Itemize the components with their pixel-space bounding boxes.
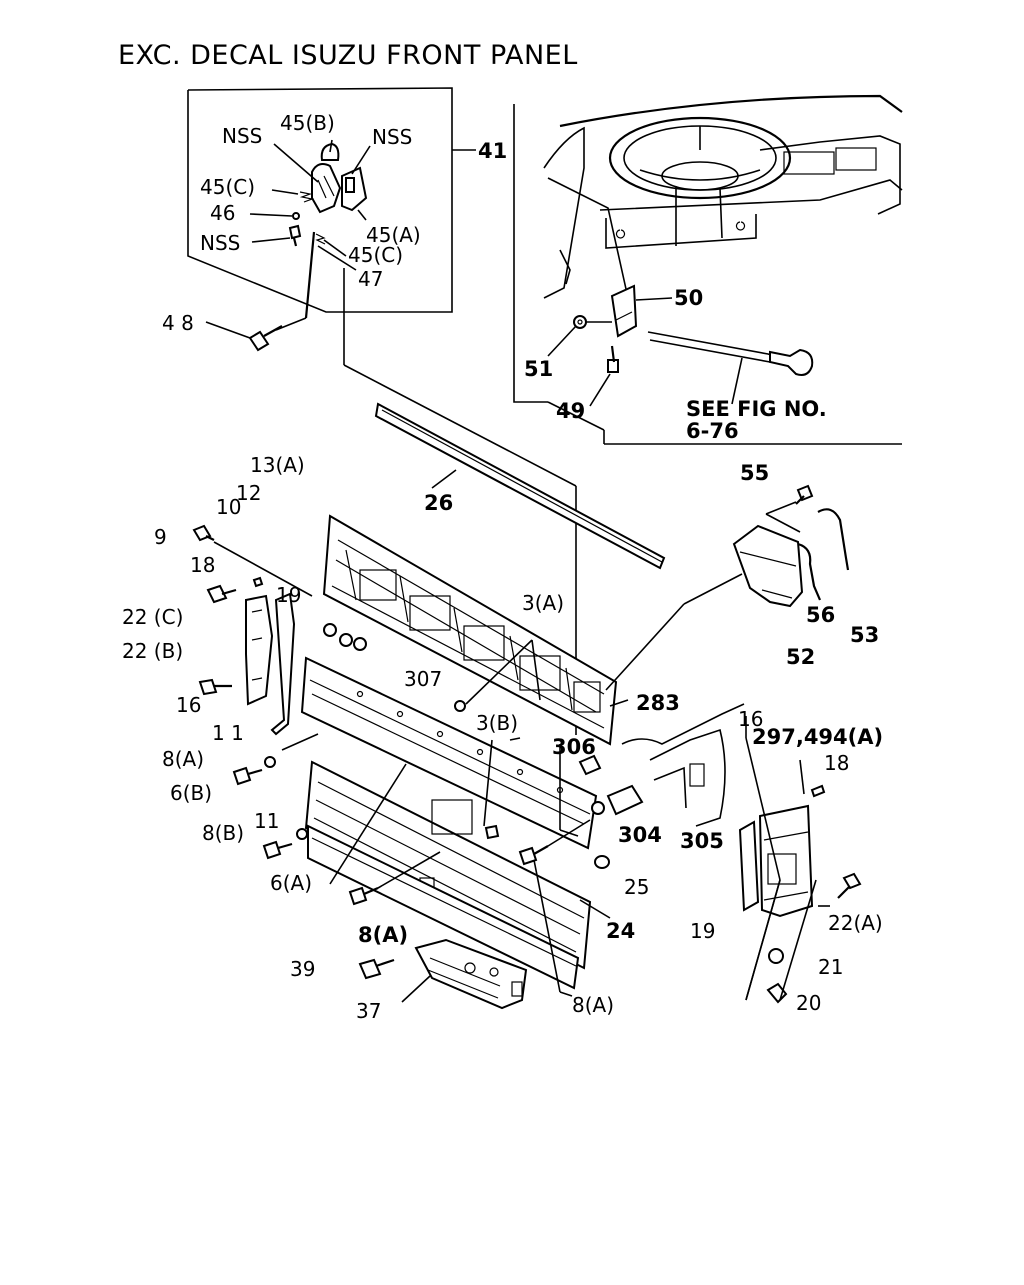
see-fig-line2: 6-76 xyxy=(686,419,739,443)
label-nss-b: NSS xyxy=(372,125,412,149)
label-nss-a: NSS xyxy=(222,124,262,148)
label-37: 37 xyxy=(356,999,381,1023)
cab-interior-inset xyxy=(513,94,903,445)
label-11-a: 1 1 xyxy=(212,721,244,745)
label-45c-a: 45(C) xyxy=(200,175,255,199)
label-305: 305 xyxy=(680,829,724,853)
label-13a: 13(A) xyxy=(250,453,305,477)
label-22c: 22 (C) xyxy=(122,605,183,629)
label-18-a: 18 xyxy=(190,553,215,577)
interior-leaders xyxy=(547,297,673,407)
label-283: 283 xyxy=(636,691,680,715)
label-45a: 45(A) xyxy=(366,223,421,247)
label-19-a: 19 xyxy=(276,583,301,607)
center-small-parts xyxy=(329,639,644,997)
label-56: 56 xyxy=(806,603,835,627)
label-46: 46 xyxy=(210,201,235,225)
label-25: 25 xyxy=(624,875,649,899)
label-41: 41 xyxy=(478,139,507,163)
label-10: 10 xyxy=(216,495,241,519)
see-fig-line1: SEE FIG NO. xyxy=(686,397,827,421)
label-21: 21 xyxy=(818,955,843,979)
label-45b: 45(B) xyxy=(280,111,335,135)
diagram-title: EXC. DECAL ISUZU FRONT PANEL xyxy=(118,40,578,71)
label-8a-c: 8(A) xyxy=(572,993,614,1017)
label-nss-c: NSS xyxy=(200,231,240,255)
label-304: 304 xyxy=(618,823,662,847)
label-8a-a: 8(A) xyxy=(162,747,204,771)
label-307: 307 xyxy=(404,667,442,691)
label-51: 51 xyxy=(524,357,553,381)
front-panel-283 xyxy=(322,514,629,746)
label-45c-b: 45(C) xyxy=(348,243,403,267)
label-52: 52 xyxy=(786,645,815,669)
label-6a: 6(A) xyxy=(270,871,312,895)
label-8b: 8(B) xyxy=(202,821,244,845)
label-6b: 6(B) xyxy=(170,781,212,805)
label-12: 12 xyxy=(236,481,261,505)
cover-52 xyxy=(605,484,850,691)
corner-panel xyxy=(621,703,862,1004)
left-bracket-parts xyxy=(192,524,441,906)
callout-labels: NSS 45(B) NSS 41 45(C) 46 45(A) NSS 45(C… xyxy=(122,111,883,1023)
label-16-b: 16 xyxy=(738,707,763,731)
weatherstrip-26 xyxy=(374,402,666,570)
label-53: 53 xyxy=(850,623,879,647)
bracket-37 xyxy=(358,938,528,1010)
label-22a: 22(A) xyxy=(828,911,883,935)
label-47: 47 xyxy=(358,267,383,291)
label-48: 4 8 xyxy=(162,311,194,335)
latch-leaders xyxy=(249,139,371,271)
label-22b: 22 (B) xyxy=(122,639,183,663)
label-306: 306 xyxy=(552,735,596,759)
label-24: 24 xyxy=(606,919,635,943)
label-39: 39 xyxy=(290,957,315,981)
label-20: 20 xyxy=(796,991,821,1015)
label-297-494a: 297,494(A) xyxy=(752,725,883,749)
label-11-b: 11 xyxy=(254,809,279,833)
label-18-b: 18 xyxy=(824,751,849,775)
bolt-48 xyxy=(205,321,283,352)
label-16-a: 16 xyxy=(176,693,201,717)
label-8a-b: 8(A) xyxy=(358,923,408,947)
label-19-b: 19 xyxy=(690,919,715,943)
label-3b: 3(B) xyxy=(476,711,518,735)
grille-panel xyxy=(300,656,598,990)
label-50: 50 xyxy=(674,286,703,310)
label-55: 55 xyxy=(740,461,769,485)
label-26: 26 xyxy=(424,491,453,515)
label-49: 49 xyxy=(556,399,585,423)
label-3a: 3(A) xyxy=(522,591,564,615)
latch-inset-box xyxy=(187,87,577,735)
label-9: 9 xyxy=(154,525,167,549)
